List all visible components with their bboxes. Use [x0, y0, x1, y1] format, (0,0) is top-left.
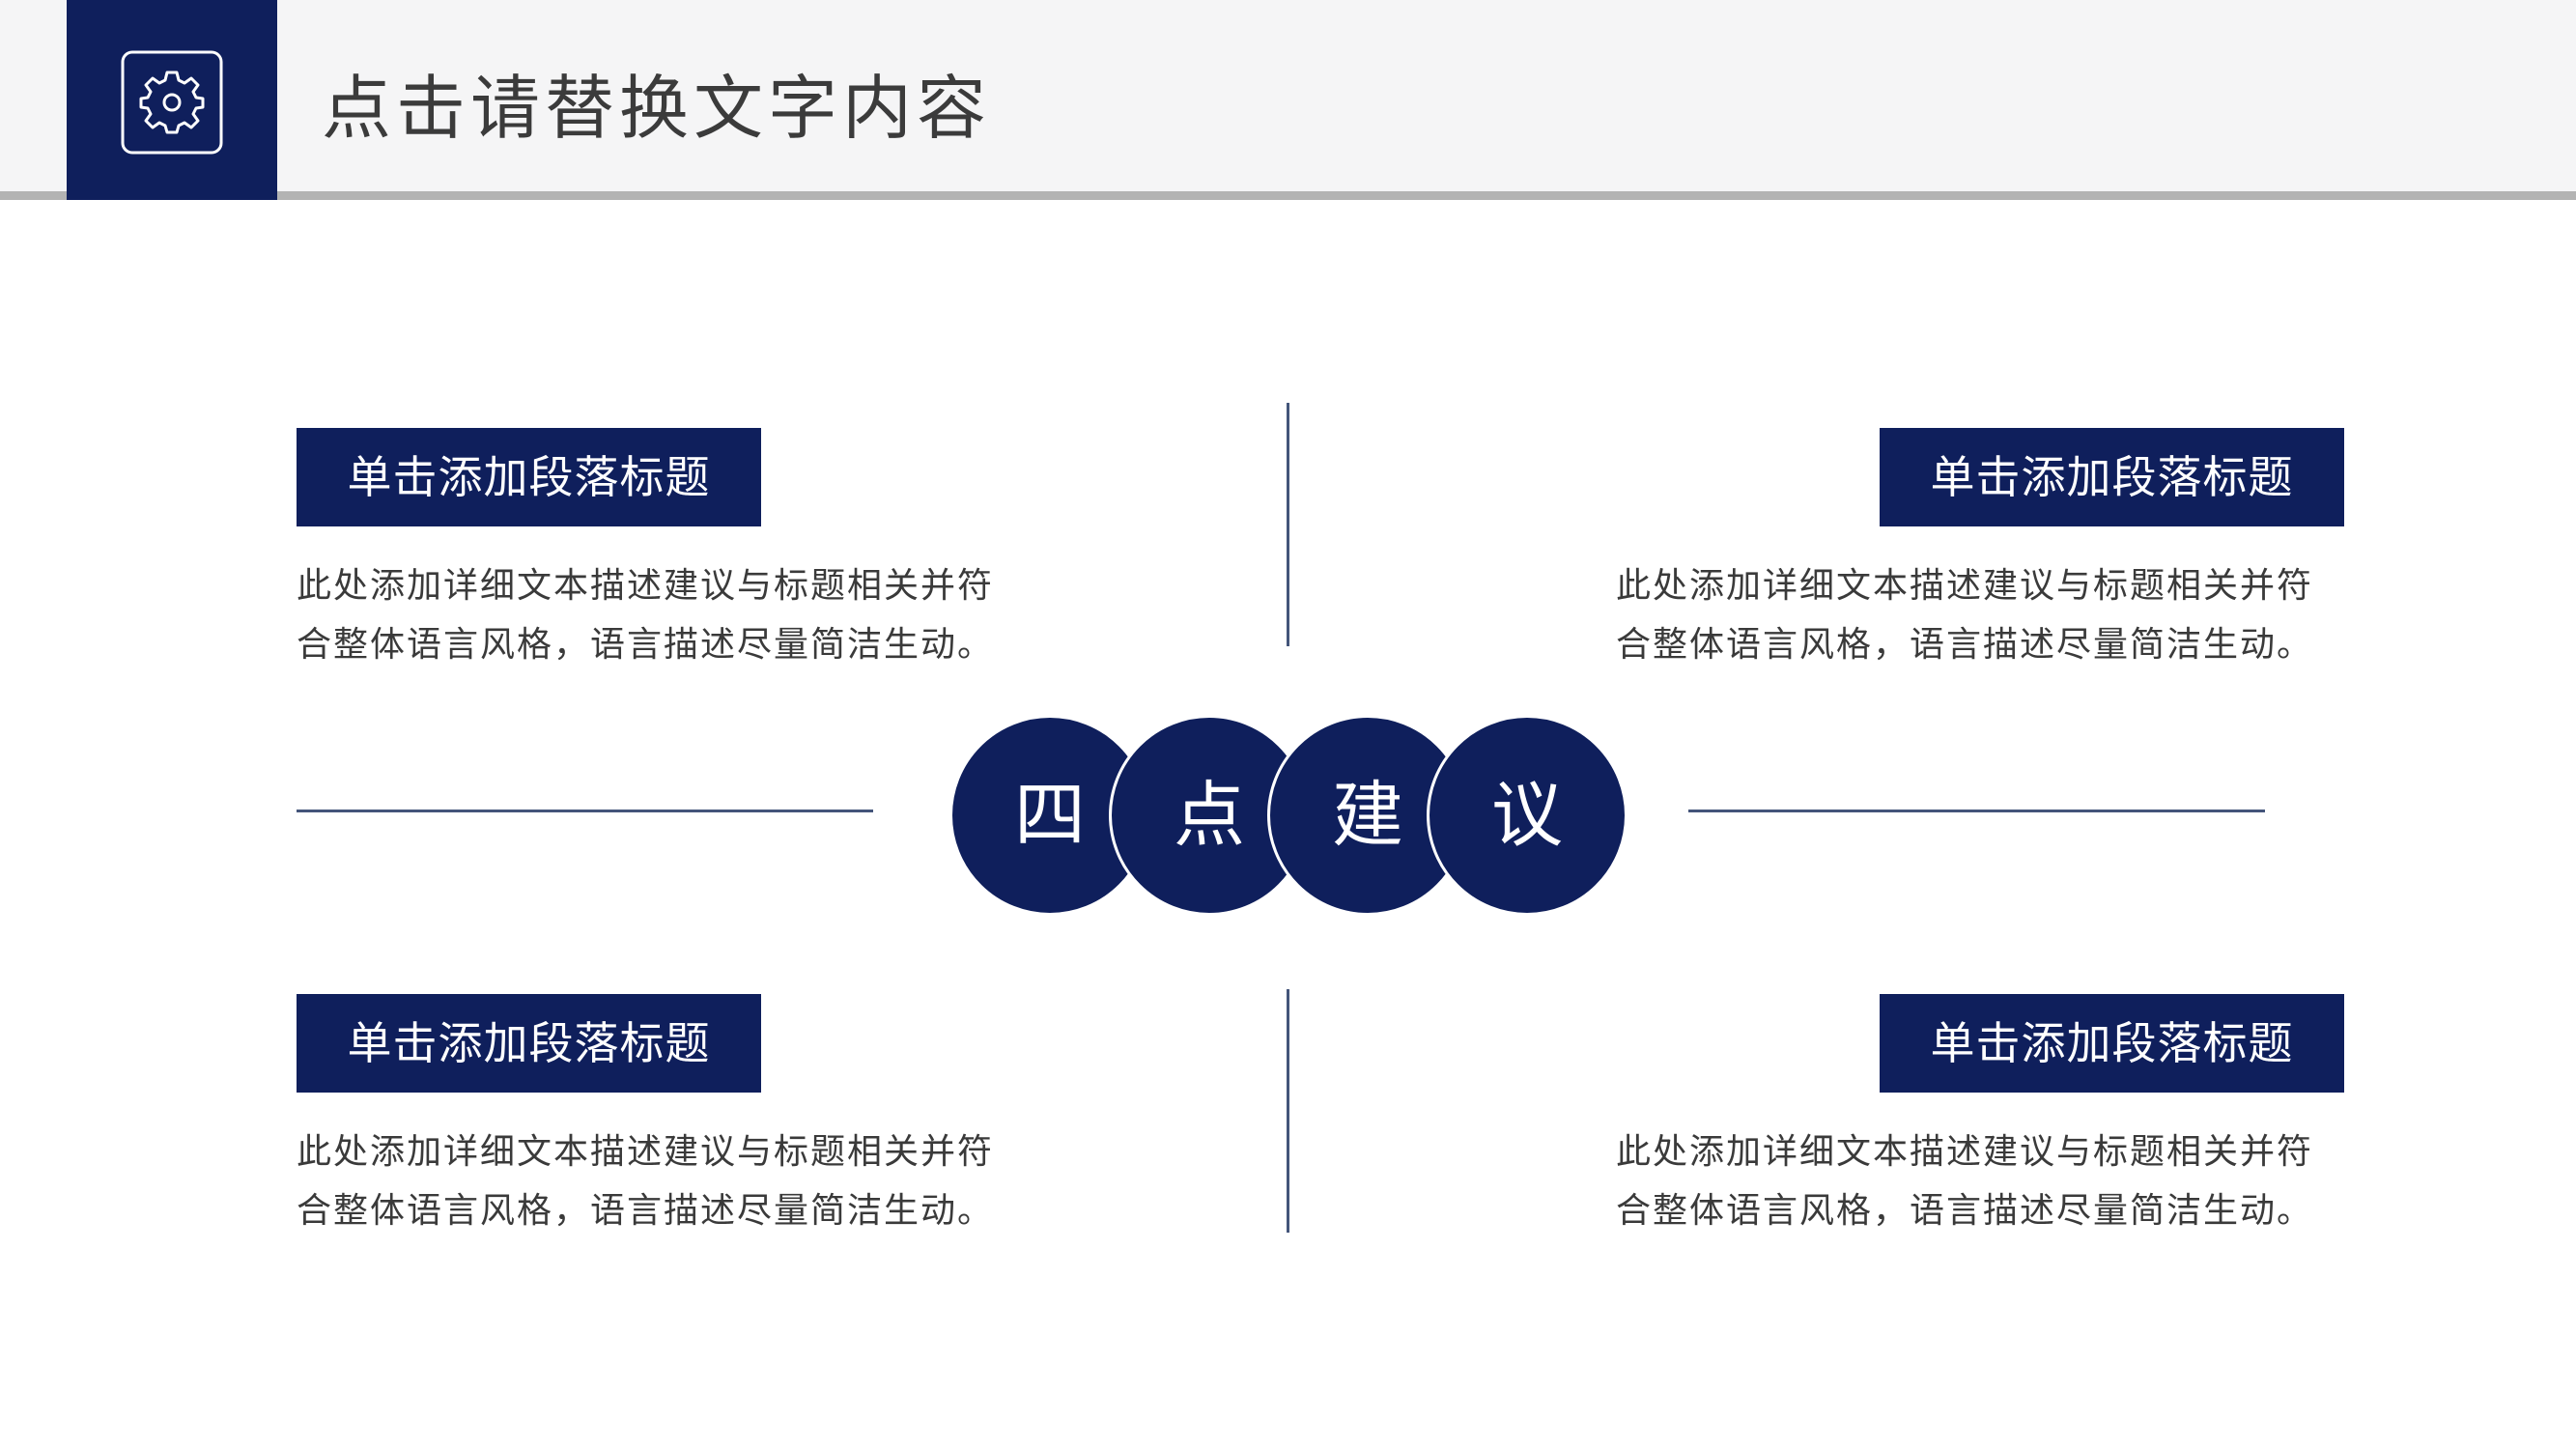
gear-icon [121, 50, 223, 155]
section-heading-bottom-left[interactable]: 单击添加段落标题 [297, 994, 761, 1093]
header-bar [0, 0, 2576, 191]
section-text-bottom-right: 此处添加详细文本描述建议与标题相关并符 合整体语言风格，语言描述尽量简洁生动。 [1616, 1122, 2350, 1240]
text-line: 合整体语言风格，语言描述尽量简洁生动。 [297, 625, 995, 665]
center-circle-4: 议 [1427, 715, 1628, 916]
section-text-bottom-left: 此处添加详细文本描述建议与标题相关并符 合整体语言风格，语言描述尽量简洁生动。 [297, 1122, 1031, 1240]
vertical-divider-top [1287, 403, 1289, 646]
header-icon-block [67, 0, 277, 200]
text-line: 此处添加详细文本描述建议与标题相关并符 [1616, 566, 2314, 606]
horizontal-divider-right [1688, 810, 2265, 812]
section-heading-top-left[interactable]: 单击添加段落标题 [297, 428, 761, 526]
text-line: 合整体语言风格，语言描述尽量简洁生动。 [1616, 1191, 2314, 1231]
section-text-top-left: 此处添加详细文本描述建议与标题相关并符 合整体语言风格，语言描述尽量简洁生动。 [297, 556, 1031, 674]
page-title: 点击请替换文字内容 [322, 68, 992, 149]
section-heading-top-right[interactable]: 单击添加段落标题 [1880, 428, 2344, 526]
vertical-divider-bottom [1287, 989, 1289, 1233]
section-heading-bottom-right[interactable]: 单击添加段落标题 [1880, 994, 2344, 1093]
section-text-top-right: 此处添加详细文本描述建议与标题相关并符 合整体语言风格，语言描述尽量简洁生动。 [1616, 556, 2350, 674]
text-line: 合整体语言风格，语言描述尽量简洁生动。 [1616, 625, 2314, 665]
text-line: 此处添加详细文本描述建议与标题相关并符 [297, 566, 995, 606]
header-rule [0, 191, 2576, 200]
text-line: 此处添加详细文本描述建议与标题相关并符 [297, 1132, 995, 1172]
text-line: 合整体语言风格，语言描述尽量简洁生动。 [297, 1191, 995, 1231]
text-line: 此处添加详细文本描述建议与标题相关并符 [1616, 1132, 2314, 1172]
horizontal-divider-left [297, 810, 873, 812]
